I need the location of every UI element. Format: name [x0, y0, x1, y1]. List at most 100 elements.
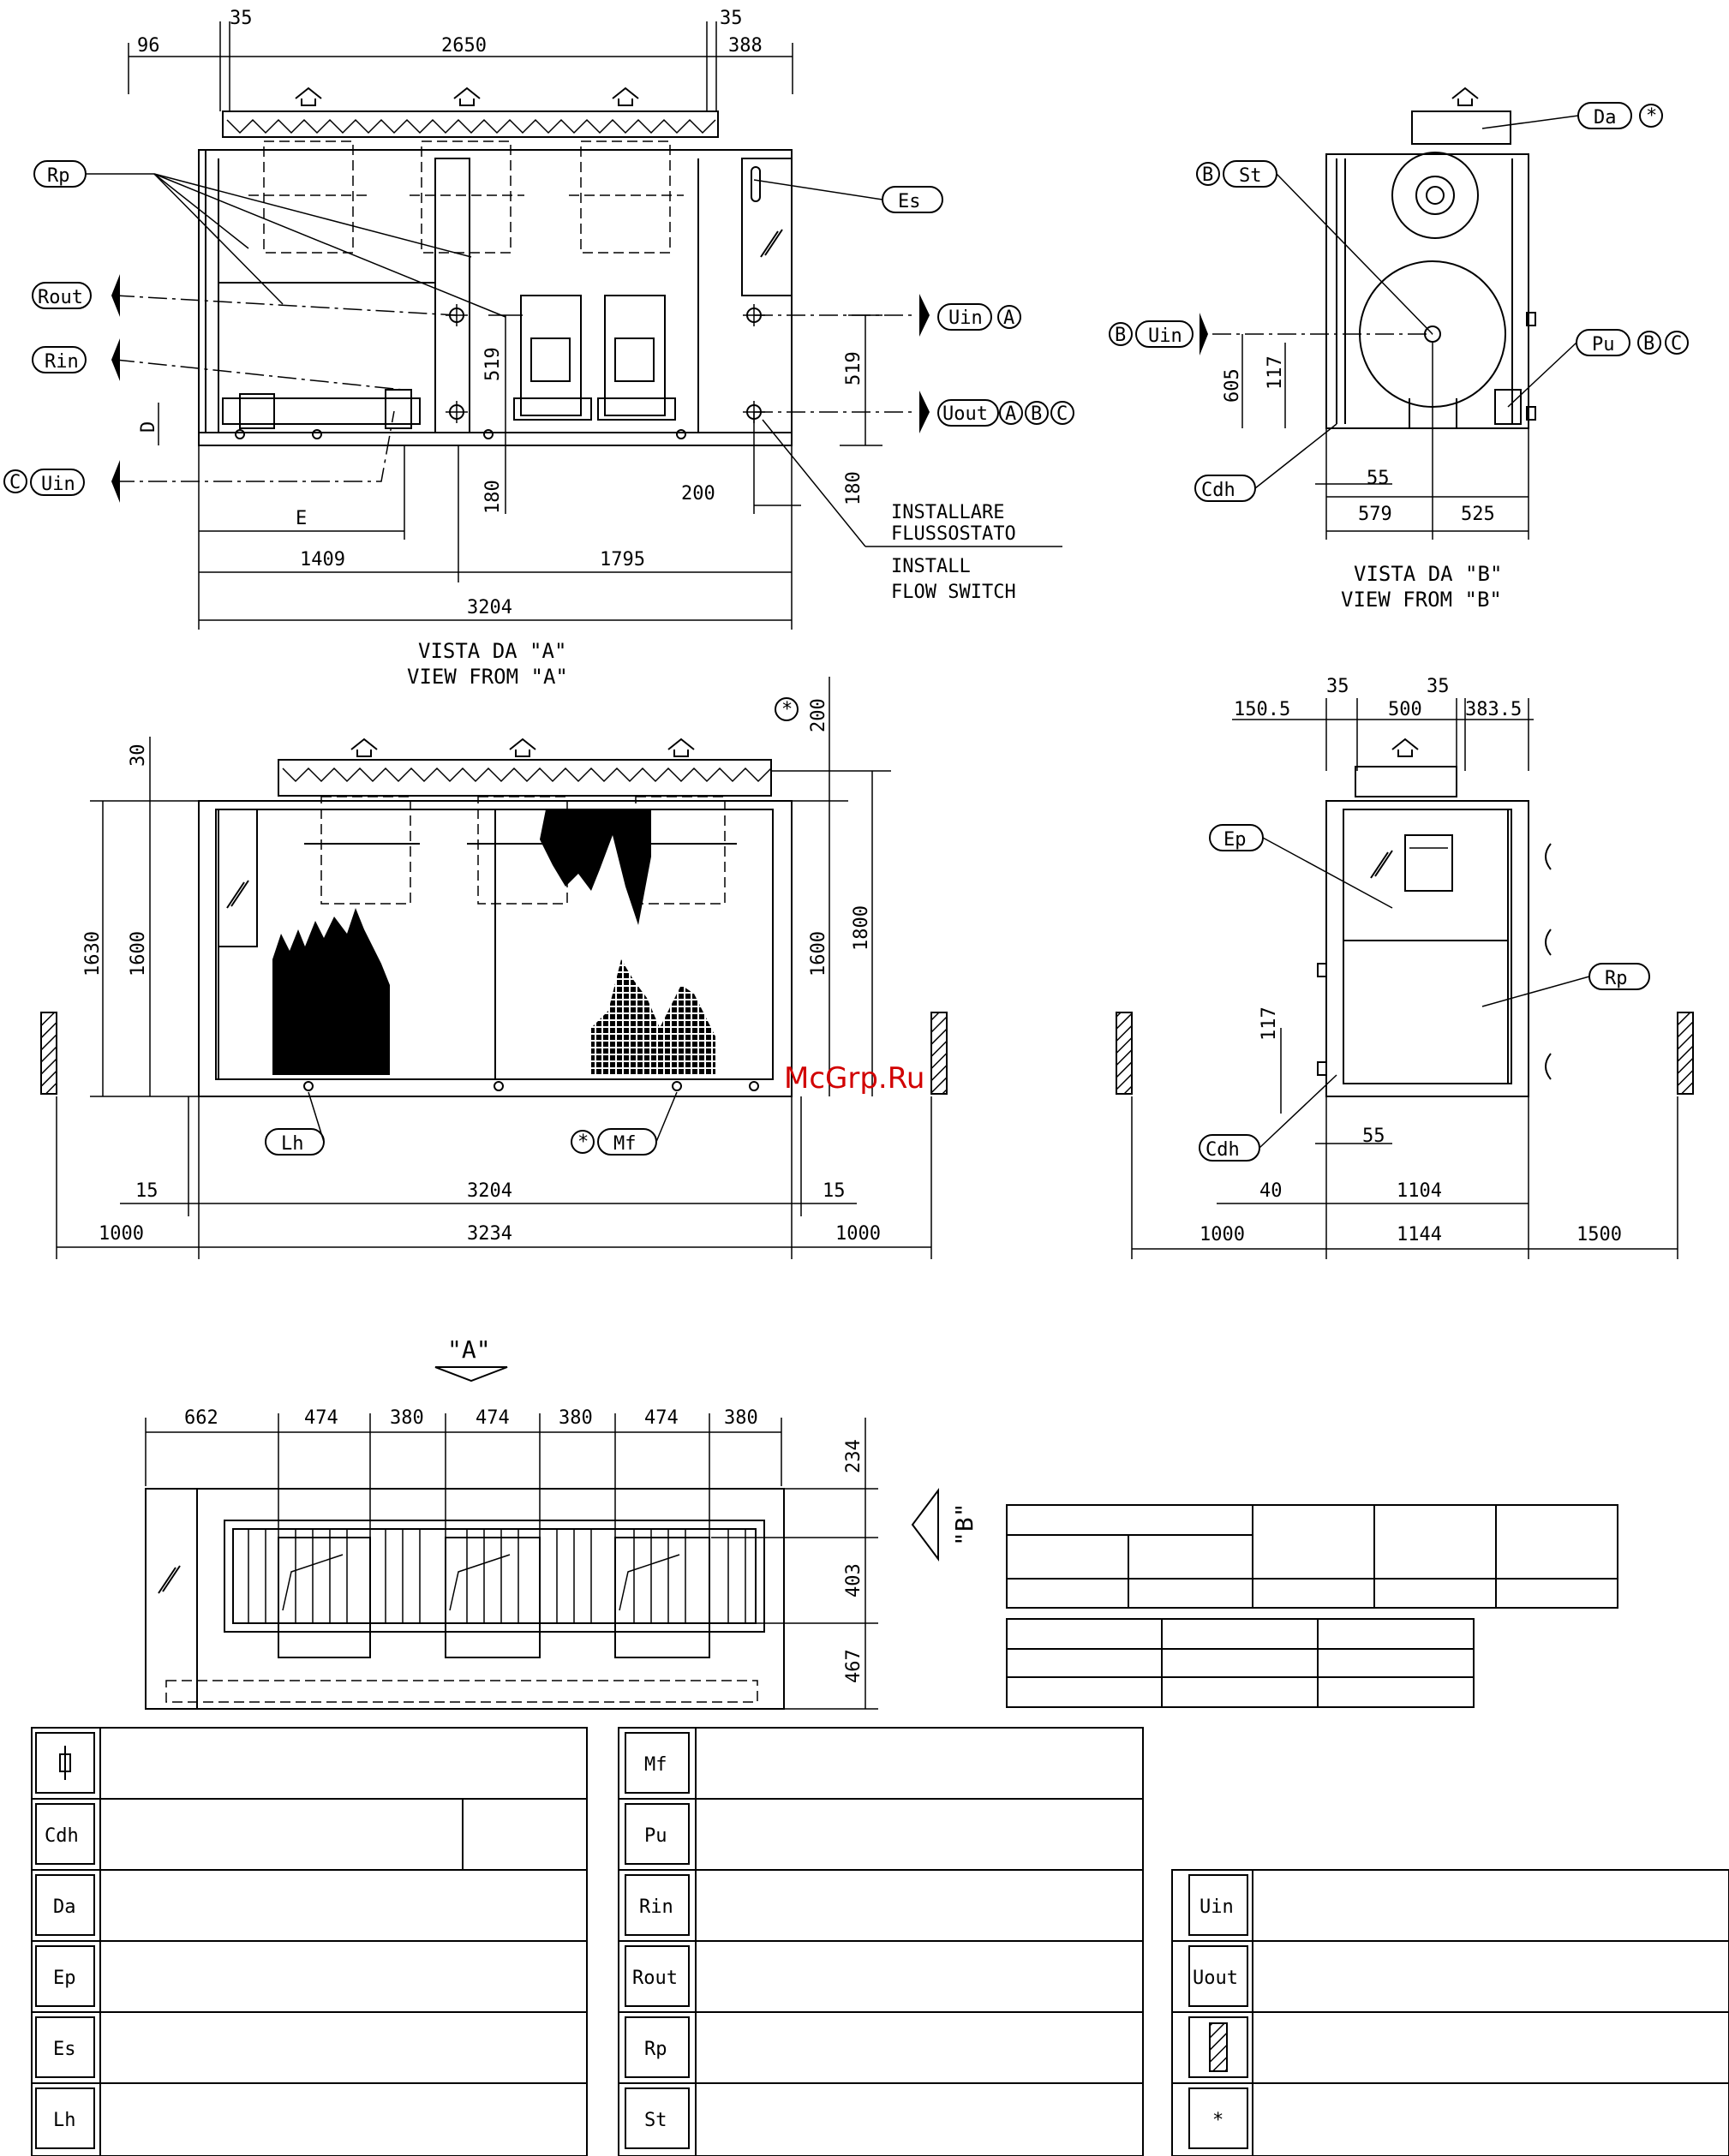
- plan-view-a-label: "A": [447, 1335, 491, 1364]
- view-a-caption-en: VIEW FROM "A": [407, 665, 568, 689]
- dim-180-left: 180: [482, 480, 504, 514]
- tag-rout: Rout: [38, 287, 83, 308]
- legend-rp: Rp: [644, 2039, 667, 2060]
- dim-3234: 3234: [467, 1223, 512, 1245]
- dim-55-b: 55: [1367, 468, 1390, 489]
- dim-1630: 1630: [82, 931, 104, 976]
- legend-rin: Rin: [639, 1896, 673, 1918]
- plan-dim-1: 662: [184, 1407, 218, 1429]
- legend-left: Cdh Da Ep Es Lh: [31, 1727, 588, 2156]
- dim-180-right: 180: [843, 471, 864, 505]
- watermark: McGrp.Ru: [784, 1061, 924, 1096]
- view-from-a: 96 35 2650 35 388: [115, 8, 1062, 689]
- tag-a-2: A: [1005, 403, 1016, 425]
- view-b-caption-en: VIEW FROM "B": [1341, 588, 1502, 612]
- plan-dim-4: 474: [476, 1407, 510, 1429]
- dim-40: 40: [1259, 1180, 1283, 1202]
- dim-15-right: 15: [823, 1180, 846, 1202]
- side-view: 150.5 35 500 35 383.5 117 55 40 1104 100…: [1116, 676, 1694, 1259]
- dim-525: 525: [1461, 504, 1495, 525]
- plan-view: "A" 662 474 380 474 380 474 380: [145, 1335, 978, 1710]
- dim-200-front: 200: [808, 698, 829, 732]
- dim-55-side: 55: [1362, 1126, 1385, 1147]
- legend-cdh: Cdh: [45, 1825, 79, 1847]
- dim-117-side: 117: [1259, 1006, 1280, 1041]
- tag-mf: Mf: [613, 1133, 637, 1155]
- tag-pu: Pu: [1592, 334, 1615, 355]
- dim-1000-left: 1000: [99, 1223, 144, 1245]
- tag-da: Da: [1594, 107, 1617, 128]
- legend-middle: Mf Pu Rin Rout Rp St: [618, 1727, 1144, 2156]
- plan-view-b-label: "B": [950, 1502, 978, 1546]
- dim-500: 500: [1388, 699, 1422, 720]
- dim-1795: 1795: [600, 549, 645, 570]
- dim-388: 388: [728, 35, 763, 57]
- tag-rin: Rin: [45, 351, 79, 373]
- wall-hatch-icon: [1209, 2022, 1228, 2072]
- tag-star-da: *: [1646, 105, 1657, 127]
- front-tags: Lh * Mf McGrp.Ru: [265, 1061, 924, 1156]
- plan-dim-3: 380: [390, 1407, 424, 1429]
- legend-star: *: [1212, 2110, 1223, 2131]
- tag-c-1: C: [9, 472, 21, 493]
- tag-cdh-side: Cdh: [1206, 1139, 1240, 1161]
- view-from-b: 605 117 55 579 525 VISTA DA "B" VIEW FRO…: [1212, 87, 1536, 612]
- plan-dim-403: 403: [843, 1563, 864, 1598]
- airflow-arrows-a: [295, 87, 639, 106]
- dim-35-left: 35: [230, 8, 253, 29]
- legend-uin: Uin: [1200, 1896, 1234, 1918]
- dim-1409: 1409: [300, 549, 345, 570]
- tag-uin-b: Uin: [1148, 325, 1182, 347]
- dim-d: D: [138, 421, 159, 433]
- dim-579: 579: [1358, 504, 1392, 525]
- plan-dim-6: 474: [644, 1407, 679, 1429]
- legend-st: St: [644, 2110, 667, 2131]
- plan-dim-2: 474: [304, 1407, 338, 1429]
- dim-519-right: 519: [843, 351, 864, 385]
- tag-es: Es: [898, 191, 921, 212]
- dim-1000-side: 1000: [1200, 1224, 1245, 1245]
- tag-lh: Lh: [281, 1133, 304, 1155]
- legend-rout: Rout: [632, 1968, 678, 1989]
- view-b-caption-it: VISTA DA "B": [1354, 562, 1502, 586]
- connection-symbol-icon: [59, 1746, 71, 1780]
- dim-30: 30: [128, 744, 149, 767]
- dim-1800: 1800: [851, 905, 872, 951]
- tag-b-pu: B: [1643, 333, 1654, 355]
- note-flussostato: FLUSSOSTATO: [891, 523, 1016, 545]
- note-install: INSTALL: [891, 556, 971, 577]
- plan-dim-467: 467: [843, 1649, 864, 1683]
- tag-b-1: B: [1031, 403, 1042, 425]
- dim-1104: 1104: [1397, 1180, 1442, 1202]
- tag-star-mf: *: [577, 1132, 589, 1153]
- plan-dim-234: 234: [843, 1439, 864, 1473]
- tag-ep: Ep: [1223, 829, 1247, 851]
- view-a-caption-it: VISTA DA "A": [418, 639, 566, 663]
- dim-35-side-right: 35: [1427, 676, 1450, 697]
- legend-pu: Pu: [644, 1825, 667, 1847]
- empty-tables: [1006, 1504, 1618, 1708]
- dim-35-right: 35: [720, 8, 743, 29]
- dim-519-left: 519: [482, 347, 504, 381]
- dim-e: E: [296, 508, 307, 529]
- legend-ep: Ep: [53, 1968, 76, 1989]
- note-flow-switch: FLOW SWITCH: [891, 582, 1016, 603]
- legend-da: Da: [53, 1896, 76, 1918]
- front-view: 30 1630 1600 1600 1800 200 * 15 3204 15 …: [40, 677, 948, 1259]
- tag-c-pu: C: [1671, 333, 1682, 355]
- legend-uout: Uout: [1193, 1968, 1238, 1989]
- tag-c-2: C: [1056, 403, 1068, 425]
- tag-star-front: *: [781, 699, 793, 720]
- dim-35-side-left: 35: [1326, 676, 1349, 697]
- dim-117-b: 117: [1265, 355, 1286, 390]
- tag-rp-side: Rp: [1605, 968, 1628, 989]
- dim-15-left: 15: [135, 1180, 159, 1202]
- side-tags: Ep Rp Cdh: [1199, 824, 1650, 1162]
- dim-200: 200: [681, 483, 715, 505]
- legend-mf: Mf: [644, 1754, 667, 1776]
- dim-1600-left: 1600: [128, 931, 149, 976]
- dim-3204: 3204: [467, 597, 512, 618]
- plan-dim-5: 380: [559, 1407, 593, 1429]
- tag-uout-abc: Uout: [942, 403, 988, 425]
